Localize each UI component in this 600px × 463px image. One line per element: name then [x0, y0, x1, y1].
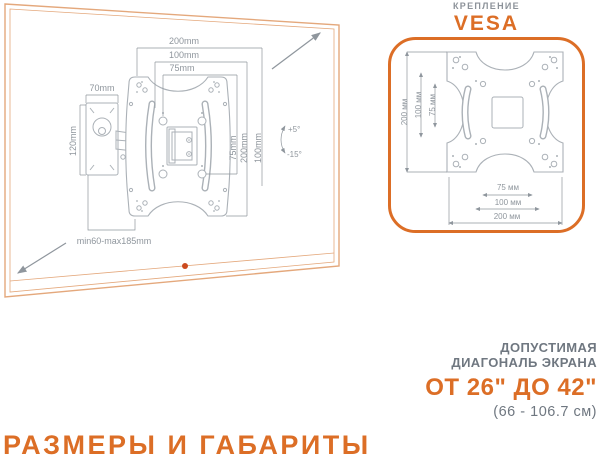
- vesa-dim-bottom-100: 100 мм: [495, 198, 522, 207]
- tilt-up-label: +5°: [288, 125, 300, 134]
- vesa-caption: КРЕПЛЕНИЕ: [453, 1, 520, 11]
- vesa-plate-drawing: [125, 76, 231, 217]
- dim-right-100: 100mm: [253, 133, 263, 163]
- dim-top-100: 100mm: [169, 50, 199, 60]
- diagonal-caption-line1: ДОПУСТИМАЯ: [500, 340, 597, 355]
- depth-range-label: min60-max185mm: [77, 236, 152, 246]
- dimension-lines: [79, 47, 286, 231]
- dim-right-75: 75mm: [228, 135, 238, 160]
- vesa-pattern-box: 200 мм 100 мм 75 мм 75 мм 100 мм 200 мм: [388, 37, 585, 233]
- corner-screws-icon: [136, 81, 220, 212]
- diagonal-arrow-down-icon: [16, 242, 67, 274]
- vesa-dim-bottom-200: 200 мм: [494, 212, 521, 221]
- tv-outline: [4, 3, 340, 298]
- vesa-dimension-lines: [404, 51, 563, 226]
- power-led-dot: [182, 263, 188, 269]
- dim-right-200: 200mm: [239, 133, 249, 163]
- diagonal-caption-line2: ДИАГОНАЛЬ ЭКРАНА: [451, 354, 597, 370]
- diagonal-range: ОТ 26" ДО 42": [425, 374, 597, 402]
- vesa-dim-left-75: 75 мм: [428, 94, 437, 116]
- vesa-brand-label: VESA: [453, 12, 520, 35]
- dim-height-120: 120mm: [68, 126, 78, 156]
- diagonal-info-block: ДОПУСТИМАЯ ДИАГОНАЛЬ ЭКРАНА ОТ 26" ДО 42…: [425, 340, 597, 421]
- tv-mount-drawing: 200mm 100mm 75mm 70mm 120mm 75mm 200mm 1…: [4, 3, 340, 298]
- tilt-down-label: -15°: [287, 150, 302, 159]
- vesa-corner-screws-icon: [452, 56, 558, 168]
- vesa-header: КРЕПЛЕНИЕ VESA: [388, 1, 585, 36]
- vesa-dim-bottom-75: 75 мм: [497, 183, 519, 192]
- diagonal-arrow-up-icon: [271, 32, 321, 70]
- page-title: РАЗМЕРЫ И ГАБАРИТЫ: [3, 430, 371, 460]
- dim-width-70: 70mm: [89, 83, 114, 93]
- diagonal-metric: (66 - 106.7 см): [493, 404, 597, 421]
- dim-top-75: 75mm: [169, 63, 194, 73]
- vesa-dim-left-200: 200 мм: [400, 99, 409, 126]
- vesa-dim-left-100: 100 мм: [414, 92, 423, 119]
- dim-top-200: 200mm: [169, 36, 199, 46]
- vesa-plate-front-view: [446, 51, 564, 173]
